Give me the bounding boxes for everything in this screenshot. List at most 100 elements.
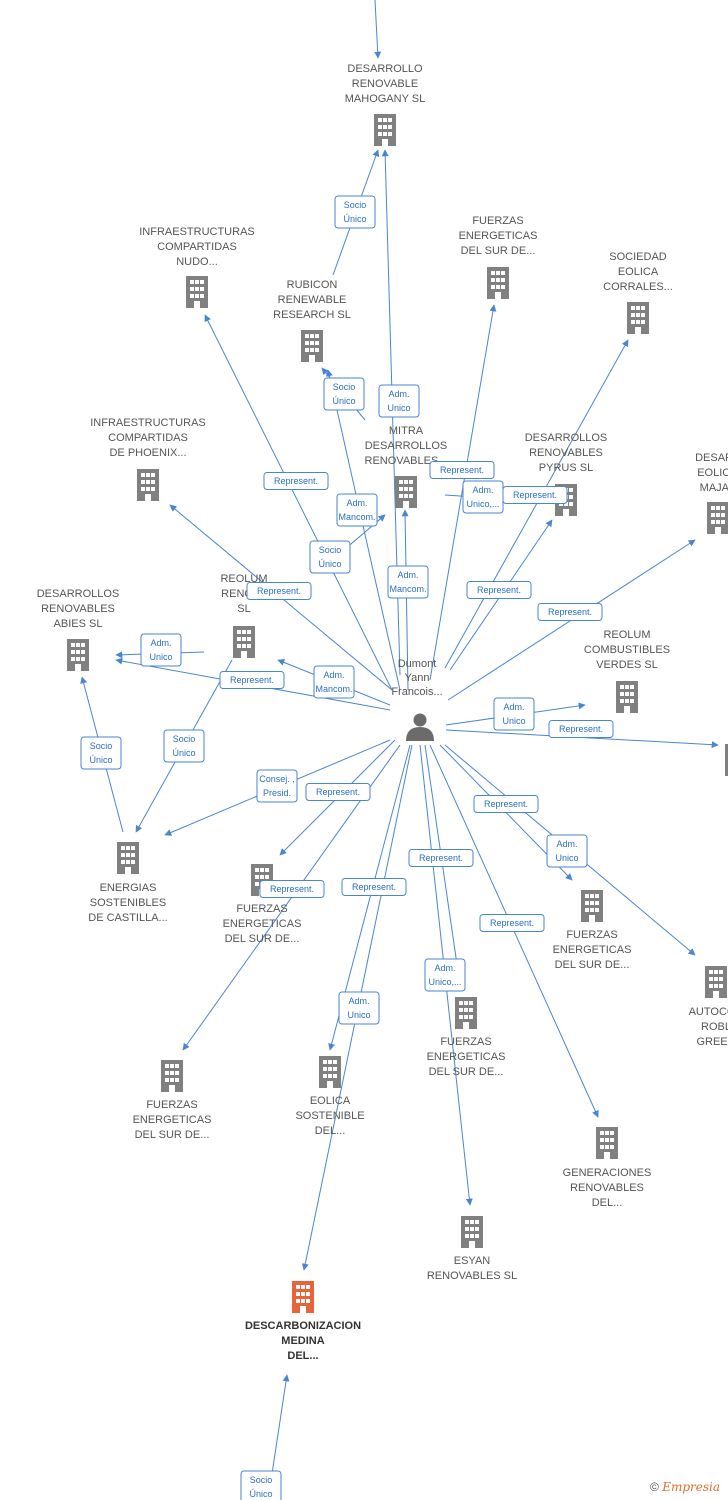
company-node-corrales[interactable]: SOCIEDADEOLICACORRALES... (603, 251, 673, 334)
relation-label[interactable]: Represent. (466, 581, 532, 599)
person-name-line: Yann (405, 672, 430, 684)
company-node-mitra[interactable]: MITRADESARROLLOSRENOVABLES... (365, 425, 448, 508)
building-icon (395, 476, 417, 508)
relation-label-text: Adm. (346, 498, 367, 508)
company-name-line: DEL... (592, 1197, 623, 1209)
company-name-line: MAHOGANY SL (345, 93, 426, 105)
person-node[interactable]: DumontYannFrancois... (391, 658, 443, 741)
company-name-line: DEL SUR DE... (429, 1066, 504, 1078)
relation-label-text: Represent. (274, 476, 318, 486)
relation-label-text: Represent. (484, 799, 528, 809)
company-node-majas[interactable]: DESARREOLICOMAJAS (695, 452, 728, 534)
company-name-line: DEL SUR DE... (461, 245, 536, 257)
building-icon (461, 1216, 483, 1248)
relation-label[interactable]: Represent. (537, 603, 603, 621)
company-name-line: MAJAS (700, 482, 728, 494)
relation-label-text: Represent. (230, 675, 274, 685)
building-icon (292, 1281, 314, 1313)
relation-label-box (80, 736, 122, 770)
building-icon (581, 890, 603, 922)
relation-label-text: Adm. (150, 638, 171, 648)
relation-label-box (334, 195, 376, 229)
relation-label[interactable]: Adm.Mancom. (387, 565, 429, 599)
company-node-descarbonizacion[interactable]: DESCARBONIZACIONMEDINADEL... (245, 1281, 361, 1362)
relation-label-text: Represent. (559, 724, 603, 734)
company-name-line: NUDO... (176, 256, 218, 268)
relation-label[interactable]: Adm.Unico,... (424, 958, 466, 992)
building-icon (161, 1060, 183, 1092)
building-icon (707, 502, 728, 534)
relation-label-box (219, 671, 285, 689)
relation-label[interactable]: Adm.Unico,... (462, 480, 504, 514)
relation-label-text: Represent. (513, 490, 557, 500)
company-name-line: DEL... (287, 1350, 318, 1362)
relation-label[interactable]: Adm.Mancom. (313, 665, 355, 699)
relation-label[interactable]: Consej. ,Presid. (256, 769, 298, 803)
company-name-line: RENOVABLES (570, 1182, 644, 1194)
relation-label[interactable]: Represent. (408, 849, 474, 867)
relation-label[interactable]: Adm.Unico (338, 991, 380, 1025)
relation-label-box (246, 582, 312, 600)
company-name-line: RESEARCH SL (273, 309, 351, 321)
relation-label-box (479, 914, 545, 932)
relation-label-box (546, 834, 588, 868)
relation-label[interactable]: Represent. (473, 795, 539, 813)
relation-label[interactable]: Represent. (548, 720, 614, 738)
relation-label[interactable]: Represent. (479, 914, 545, 932)
company-name-line: GREEN (696, 1036, 728, 1048)
copyright-icon: © (650, 1480, 659, 1494)
company-name-line: DE CASTILLA... (88, 912, 167, 924)
relation-label[interactable]: Adm.Unico (140, 633, 182, 667)
company-node-nudo[interactable]: INFRAESTRUCTURASCOMPARTIDASNUDO... (139, 226, 255, 308)
relation-label[interactable]: Adm.Unico (493, 697, 535, 731)
brand-logo[interactable]: Empresia (662, 1480, 720, 1494)
company-node-autocon[interactable]: AUTOCONROBLGREEN (689, 966, 728, 1048)
building-icon (455, 997, 477, 1029)
relation-label-box (140, 633, 182, 667)
company-name-line: COMBUSTIBLES (584, 644, 670, 656)
company-name-line: MEDINA (281, 1335, 324, 1347)
company-name-line: CORRALES... (603, 281, 673, 293)
relation-label[interactable]: Represent. (502, 486, 568, 504)
relation-label[interactable]: Adm.Unico (378, 384, 420, 418)
company-node-generaciones[interactable]: GENERACIONESRENOVABLESDEL... (563, 1127, 652, 1209)
company-name-line: RENEWABLE (278, 294, 347, 306)
building-icon (616, 681, 638, 713)
relation-label[interactable]: Represent. (219, 671, 285, 689)
relation-label[interactable]: Represent. (341, 878, 407, 896)
company-name-line: ABIES SL (54, 618, 103, 630)
relation-label[interactable]: Represent. (246, 582, 312, 600)
relation-label[interactable]: Adm.Mancom. (336, 493, 378, 527)
relation-label-text: Represent. (257, 586, 301, 596)
company-name-line: REOLUM (603, 629, 650, 641)
building-icon (319, 1056, 341, 1088)
relation-label-text: Único (89, 755, 112, 765)
relation-label[interactable]: Represent. (263, 472, 329, 490)
relation-label-box (408, 849, 474, 867)
relation-label[interactable]: Represent. (259, 880, 325, 898)
relation-label[interactable]: Represent. (305, 783, 371, 801)
company-node-eolica_sost[interactable]: EOLICASOSTENIBLEDEL... (295, 1056, 365, 1137)
edge-5 (429, 304, 497, 681)
relation-label[interactable]: Represent. (429, 461, 495, 479)
relation-label[interactable]: Adm.Unico (546, 834, 588, 868)
